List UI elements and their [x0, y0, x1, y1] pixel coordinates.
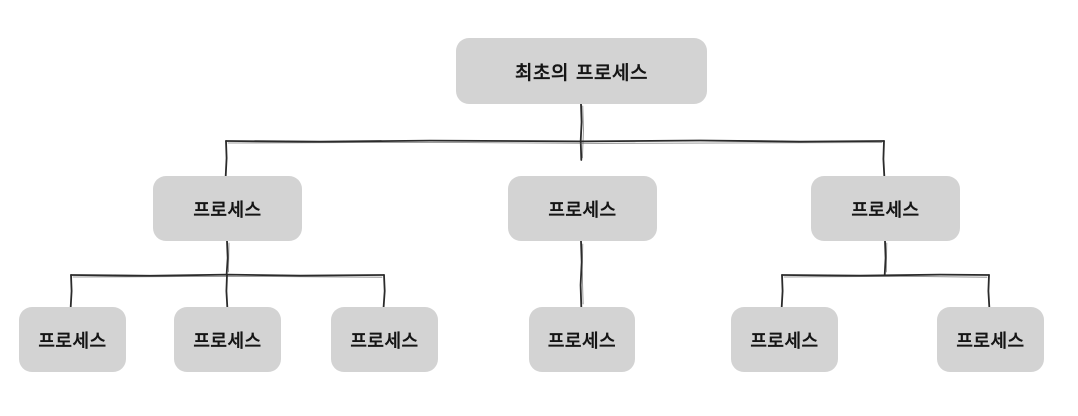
process-node-grandchild-1-2: 프로세스: [174, 307, 281, 372]
process-node-child-2: 프로세스: [508, 176, 657, 241]
process-label: 프로세스: [38, 330, 107, 352]
process-node-grandchild-1-3: 프로세스: [331, 307, 438, 372]
process-node-grandchild-3-1: 프로세스: [731, 307, 838, 372]
process-label: 프로세스: [193, 199, 262, 221]
process-label: 프로세스: [547, 330, 617, 352]
process-node-grandchild-3-2: 프로세스: [937, 307, 1044, 372]
connector-child-1-stem: [225, 240, 229, 276]
connector-child-3-bus: [781, 273, 990, 277]
process-label: 프로세스: [956, 330, 1025, 352]
process-label: 프로세스: [548, 199, 617, 221]
connector-drop-gc-3-1: [780, 274, 784, 308]
connector-child-2-stem: [579, 240, 583, 308]
process-node-child-1: 프로세스: [153, 176, 302, 241]
process-node-grandchild-1-1: 프로세스: [19, 307, 126, 372]
process-label: 프로세스: [750, 330, 819, 352]
connector-child-3-stem: [883, 240, 887, 276]
connector-drop-gc-1-3: [382, 274, 386, 308]
process-label: 프로세스: [851, 199, 920, 221]
connector-root-stem: [579, 103, 583, 161]
process-label: 프로세스: [193, 330, 262, 352]
connector-drop-gc-1-2: [225, 274, 229, 308]
connector-drop-child-1: [224, 140, 228, 177]
connector-drop-child-3: [882, 140, 886, 177]
process-node-grandchild-2-1: 프로세스: [529, 307, 635, 372]
root-process-label: 최초의 프로세스: [515, 61, 648, 84]
connector-drop-gc-1-1: [69, 274, 73, 308]
process-node-child-3: 프로세스: [811, 176, 960, 241]
root-process-node: 최초의 프로세스: [456, 38, 707, 104]
connector-drop-gc-3-2: [987, 274, 991, 308]
connector-level1-bus: [225, 139, 885, 143]
connector-child-1-bus: [70, 273, 385, 277]
process-label: 프로세스: [350, 330, 419, 352]
